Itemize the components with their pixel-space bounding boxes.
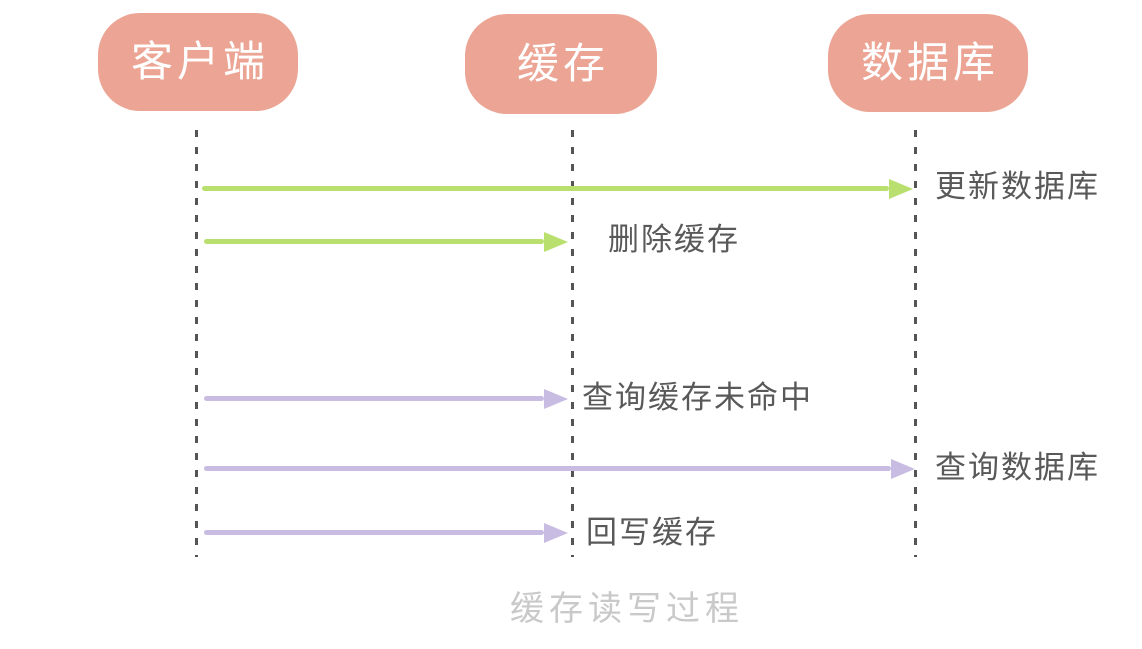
message-label-write-back-cache: 回写缓存: [586, 515, 718, 551]
arrow-update-database: [202, 178, 913, 199]
message-label-delete-cache: 删除缓存: [608, 222, 740, 258]
lifeline-client: [195, 130, 198, 557]
arrow-query-cache-miss: [204, 388, 568, 409]
message-label-query-cache-miss: 查询缓存未命中: [582, 380, 813, 416]
actor-box-database: 数据库: [828, 14, 1028, 112]
actor-box-cache: 缓存: [465, 14, 657, 114]
arrow-write-back-cache: [204, 522, 568, 543]
actor-box-client: 客户端: [98, 13, 298, 111]
actor-label-database: 数据库: [860, 38, 999, 87]
actor-label-cache: 缓存: [516, 39, 609, 88]
lifeline-database: [914, 130, 917, 557]
diagram-title: 缓存读写过程: [510, 589, 744, 629]
message-label-query-database: 查询数据库: [935, 450, 1100, 486]
arrow-query-database: [204, 458, 915, 479]
lifeline-cache: [571, 130, 574, 557]
message-label-update-database: 更新数据库: [935, 169, 1100, 205]
arrow-delete-cache: [204, 231, 568, 252]
actor-label-client: 客户端: [130, 37, 269, 86]
